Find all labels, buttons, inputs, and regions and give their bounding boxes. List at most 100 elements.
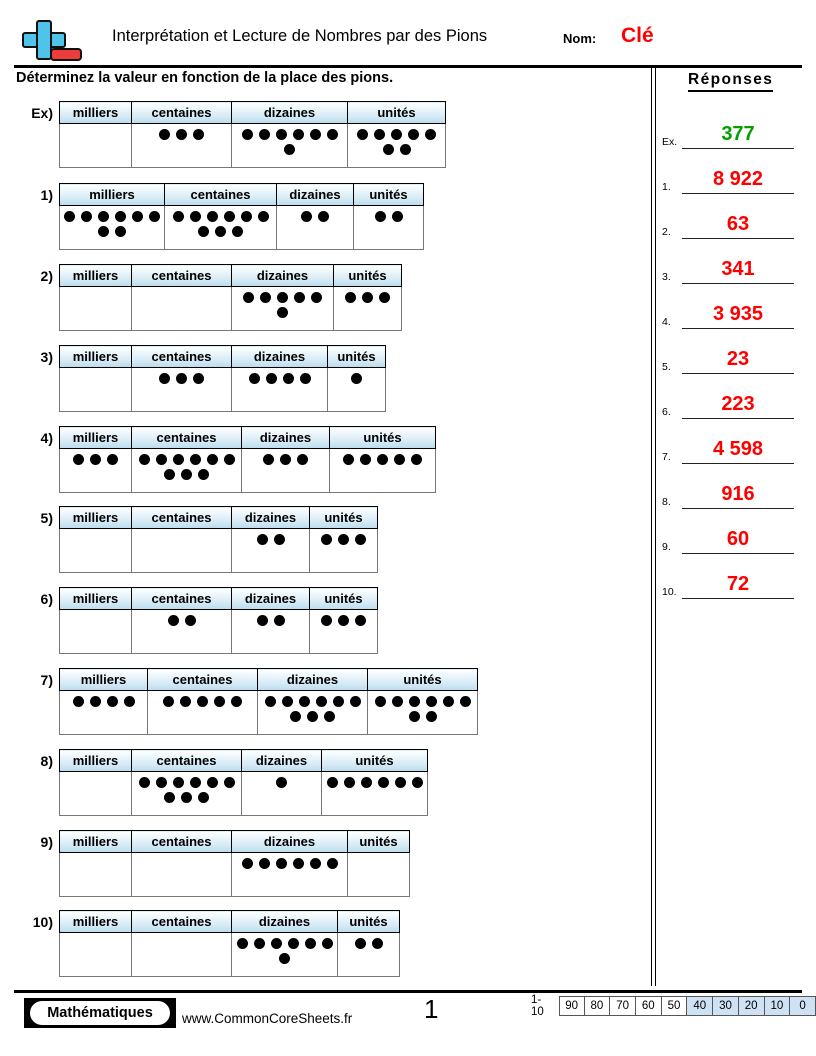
counter-dot-icon: [345, 292, 356, 303]
dot-cell-milliers[interactable]: [59, 205, 165, 250]
dot-cell-milliers[interactable]: [59, 367, 132, 412]
scale-cell-20: 20: [738, 996, 765, 1016]
dot-group: [236, 129, 343, 155]
dot-cell-centaines[interactable]: [131, 367, 232, 412]
answer-value[interactable]: 4 598: [712, 438, 764, 460]
counter-dot-icon: [206, 777, 218, 788]
answer-value[interactable]: 8 922: [712, 168, 764, 190]
dot-cell-centaines[interactable]: [147, 690, 258, 735]
dot-cell-milliers[interactable]: [59, 609, 132, 654]
counter-dot-icon: [425, 696, 437, 707]
dot-cell-dizaines[interactable]: [231, 286, 334, 331]
dot-cell-dizaines[interactable]: [231, 528, 310, 573]
dot-cell-centaines[interactable]: [131, 123, 232, 168]
scale-cell-80: 80: [584, 996, 611, 1016]
dot-cell-dizaines[interactable]: [241, 771, 322, 816]
dot-cell-centaines[interactable]: [131, 528, 232, 573]
answer-value[interactable]: 23: [726, 348, 750, 370]
counter-dot-icon: [176, 129, 187, 140]
problem-label: Ex): [31, 105, 53, 121]
dot-cell-unités[interactable]: [347, 123, 446, 168]
scale-cell-10: 10: [764, 996, 791, 1016]
problem-label: 7): [40, 672, 53, 688]
dot-cell-dizaines[interactable]: [231, 852, 348, 897]
counter-dot-icon: [279, 953, 290, 964]
scale-cell-90: 90: [558, 996, 585, 1016]
dot-group: [136, 615, 227, 626]
counter-dot-icon: [399, 144, 411, 155]
dot-group: [64, 696, 143, 707]
dot-cell-milliers[interactable]: [59, 690, 148, 735]
dot-cell-milliers[interactable]: [59, 528, 132, 573]
counter-dot-icon: [90, 454, 101, 465]
counter-dot-icon: [193, 373, 204, 384]
dot-group: [246, 777, 317, 788]
dot-cell-centaines[interactable]: [131, 932, 232, 977]
answer-row: 6.223: [662, 374, 794, 419]
answer-value[interactable]: 341: [721, 258, 755, 280]
counter-dot-icon: [338, 615, 349, 626]
counter-dot-icon: [257, 211, 269, 222]
dot-cell-dizaines[interactable]: [231, 123, 348, 168]
dot-cell-centaines[interactable]: [131, 771, 242, 816]
answer-value[interactable]: 60: [726, 528, 750, 550]
dot-cell-milliers[interactable]: [59, 286, 132, 331]
dot-cell-unités[interactable]: [353, 205, 424, 250]
dot-cell-dizaines[interactable]: [231, 932, 338, 977]
dot-cell-milliers[interactable]: [59, 852, 132, 897]
name-label: Nom:: [563, 31, 597, 46]
dot-cell-milliers[interactable]: [59, 123, 132, 168]
dot-cell-unités[interactable]: [309, 528, 378, 573]
dot-group: [236, 373, 323, 384]
dot-group: [136, 129, 227, 140]
answer-blank-line: [682, 193, 794, 194]
counter-dot-icon: [425, 711, 437, 722]
dot-cell-unités[interactable]: [337, 932, 400, 977]
counter-dot-icon: [357, 129, 368, 140]
table-row: [59, 690, 478, 735]
dot-cell-centaines[interactable]: [131, 852, 232, 897]
answer-value[interactable]: 377: [721, 123, 755, 145]
dot-cell-dizaines[interactable]: [241, 448, 330, 493]
counter-dot-icon: [189, 454, 201, 465]
column-header-dizaines: dizaines: [276, 183, 354, 206]
answer-value[interactable]: 3 935: [712, 303, 764, 325]
dot-cell-unités[interactable]: [327, 367, 386, 412]
dot-cell-centaines[interactable]: [131, 609, 232, 654]
answer-value[interactable]: 72: [726, 573, 750, 595]
dot-cell-dizaines[interactable]: [231, 367, 328, 412]
counter-dot-icon: [391, 696, 403, 707]
answer-value[interactable]: 916: [721, 483, 755, 505]
dot-cell-milliers[interactable]: [59, 771, 132, 816]
dot-cell-dizaines[interactable]: [276, 205, 354, 250]
answer-value[interactable]: 63: [726, 213, 750, 235]
table-row: [59, 286, 402, 331]
counter-dot-icon: [304, 938, 316, 949]
dot-cell-unités[interactable]: [367, 690, 478, 735]
dot-cell-unités[interactable]: [329, 448, 436, 493]
dot-cell-dizaines[interactable]: [257, 690, 368, 735]
dot-group: [372, 696, 473, 722]
dot-cell-unités[interactable]: [321, 771, 428, 816]
dot-cell-unités[interactable]: [333, 286, 402, 331]
dot-cell-milliers[interactable]: [59, 932, 132, 977]
answer-row: 5.23: [662, 329, 794, 374]
dot-cell-milliers[interactable]: [59, 448, 132, 493]
answer-index: 5.: [662, 361, 671, 373]
counter-dot-icon: [425, 129, 436, 140]
dot-cell-centaines[interactable]: [131, 448, 242, 493]
answer-value[interactable]: 223: [721, 393, 755, 415]
dot-cell-unités[interactable]: [309, 609, 378, 654]
counter-dot-icon: [115, 226, 126, 237]
dot-cell-centaines[interactable]: [131, 286, 232, 331]
dot-cell-centaines[interactable]: [164, 205, 277, 250]
dot-cell-dizaines[interactable]: [231, 609, 310, 654]
instruction-text: Déterminez la valeur en fonction de la p…: [16, 70, 394, 86]
dot-group: [314, 615, 373, 626]
dot-cell-unités[interactable]: [347, 852, 410, 897]
counter-dot-icon: [309, 129, 321, 140]
